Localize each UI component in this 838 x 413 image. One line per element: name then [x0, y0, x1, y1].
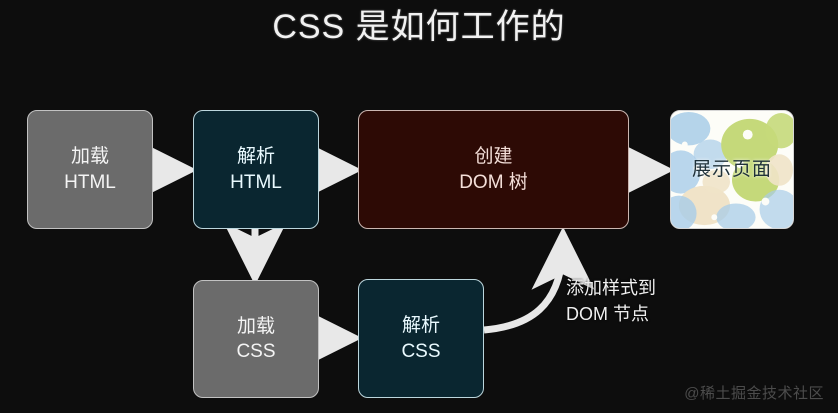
node-parse-css-line2: CSS [401, 340, 441, 362]
node-load-css-line2: CSS [236, 341, 276, 362]
node-parse-html-line2: HTML [230, 171, 282, 193]
node-parse-html[interactable]: 解析 HTML [193, 110, 319, 229]
watermark: @稀土掘金技术社区 [684, 385, 824, 402]
node-create-dom-tree-line1: 创建 [474, 146, 513, 168]
node-render-page-label: 展示页面 [691, 158, 772, 180]
edge-parse-css-to-create-dom [483, 226, 595, 334]
page-title: CSS 是如何工作的 [272, 8, 566, 46]
node-parse-html-line1: 解析 [236, 146, 275, 168]
edge-label-apply-styles-line2: DOM 节点 [566, 303, 649, 324]
node-load-css-line1: 加载 [236, 315, 275, 337]
node-load-css[interactable]: 加载 CSS [193, 280, 319, 398]
node-parse-css[interactable]: 解析 CSS [358, 279, 484, 398]
node-load-html-line1: 加载 [70, 146, 109, 168]
node-create-dom-tree-line2: DOM 树 [459, 171, 528, 193]
node-load-html[interactable]: 加载 HTML [27, 110, 153, 229]
node-render-page[interactable]: 展示页面 [670, 110, 794, 229]
node-create-dom-tree[interactable]: 创建 DOM 树 [358, 110, 629, 229]
node-parse-css-line1: 解析 [401, 315, 440, 337]
edge-label-apply-styles-line1: 添加样式到 [566, 278, 656, 298]
decorative-pattern-icon [671, 111, 793, 228]
node-load-html-line2: HTML [64, 171, 116, 193]
edge-label-apply-styles: 添加样式到 DOM 节点 [566, 276, 656, 327]
